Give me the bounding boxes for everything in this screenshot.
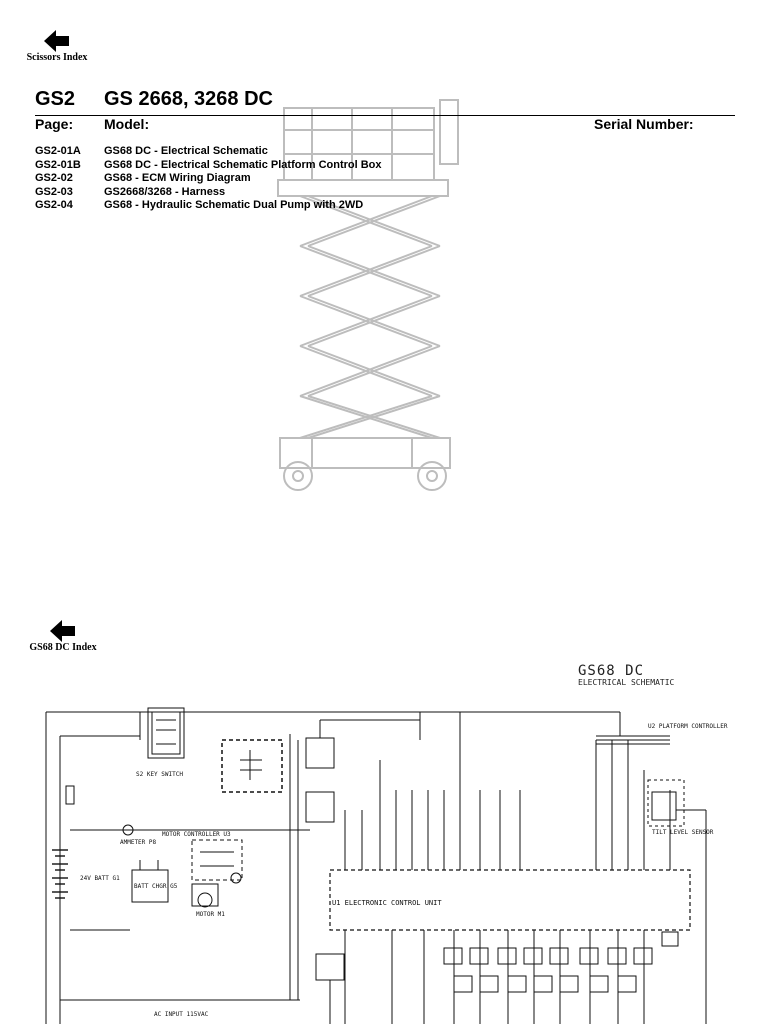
page-code: GS2-01B — [35, 158, 81, 171]
ac-input-label: AC INPUT 115VAC — [154, 1011, 209, 1018]
page-code: GS2-02 — [35, 172, 73, 184]
platform-controller-label: U2 PLATFORM CONTROLLER — [648, 723, 728, 730]
list-item: GS2-02 GS68 - ECM Wiring Diagram — [35, 172, 382, 186]
model-column-heading: Model: — [104, 116, 150, 132]
list-item: GS2-03 GS2668/3268 - Harness — [35, 186, 382, 200]
motor-controller-label: MOTOR CONTROLLER U3 — [162, 831, 231, 838]
ecu-label: U1 ELECTRONIC CONTROL UNIT — [332, 899, 442, 907]
page-column-heading: Page: — [35, 116, 74, 132]
tilt-sensor-label: TILT LEVEL SENSOR — [652, 829, 714, 836]
page-code: GS2-03 — [35, 185, 73, 198]
page-list: GS2-01A GS68 DC - Electrical Schematic GS… — [35, 145, 382, 213]
electrical-schematic: U1 ELECTRONIC CONTROL UNIT S2 KEY SWITCH… — [45, 707, 728, 1024]
motor-label: MOTOR M1 — [196, 911, 225, 918]
page-link[interactable]: GS68 DC - Electrical Schematic Platform … — [104, 158, 382, 171]
battery-label: 24V BATT G1 — [80, 875, 120, 882]
gs68-dc-index-link[interactable]: GS68 DC Index — [18, 620, 108, 653]
charger-label: BATT CHGR G5 — [134, 883, 178, 890]
list-item: GS2-04 GS68 - Hydraulic Schematic Dual Pu… — [35, 199, 382, 213]
model-title: GS 2668, 3268 DC — [104, 88, 273, 110]
list-item: GS2-01B GS68 DC - Electrical Schematic Pl… — [35, 159, 382, 173]
section-code: GS2 — [35, 88, 76, 110]
key-switch-label: S2 KEY SWITCH — [136, 771, 183, 778]
scissor-lift-illustration — [277, 99, 459, 491]
scissors-index-link[interactable]: Scissors Index — [18, 30, 96, 63]
page-code: GS2-01A — [35, 145, 81, 157]
list-item: GS2-01A GS68 DC - Electrical Schematic — [35, 145, 382, 159]
schematic-title: GS68 DC — [578, 663, 645, 679]
schematic-subtitle: ELECTRICAL SCHEMATIC — [578, 678, 675, 687]
page-link[interactable]: GS2668/3268 - Harness — [104, 185, 226, 198]
back-arrow-icon — [44, 30, 69, 52]
page-link[interactable]: GS68 - ECM Wiring Diagram — [104, 172, 251, 184]
page-link[interactable]: GS68 DC - Electrical Schematic — [104, 145, 268, 157]
header-rule — [35, 115, 735, 116]
page-code: GS2-04 — [35, 199, 73, 211]
serial-column-heading: Serial Number: — [594, 116, 694, 132]
page-link[interactable]: GS68 - Hydraulic Schematic Dual Pump wit… — [104, 199, 364, 211]
scissors-index-label: Scissors Index — [26, 52, 88, 63]
ammeter-label: AMMETER P8 — [120, 839, 157, 846]
gs68-dc-index-label: GS68 DC Index — [29, 642, 97, 653]
back-arrow-icon — [50, 620, 75, 642]
